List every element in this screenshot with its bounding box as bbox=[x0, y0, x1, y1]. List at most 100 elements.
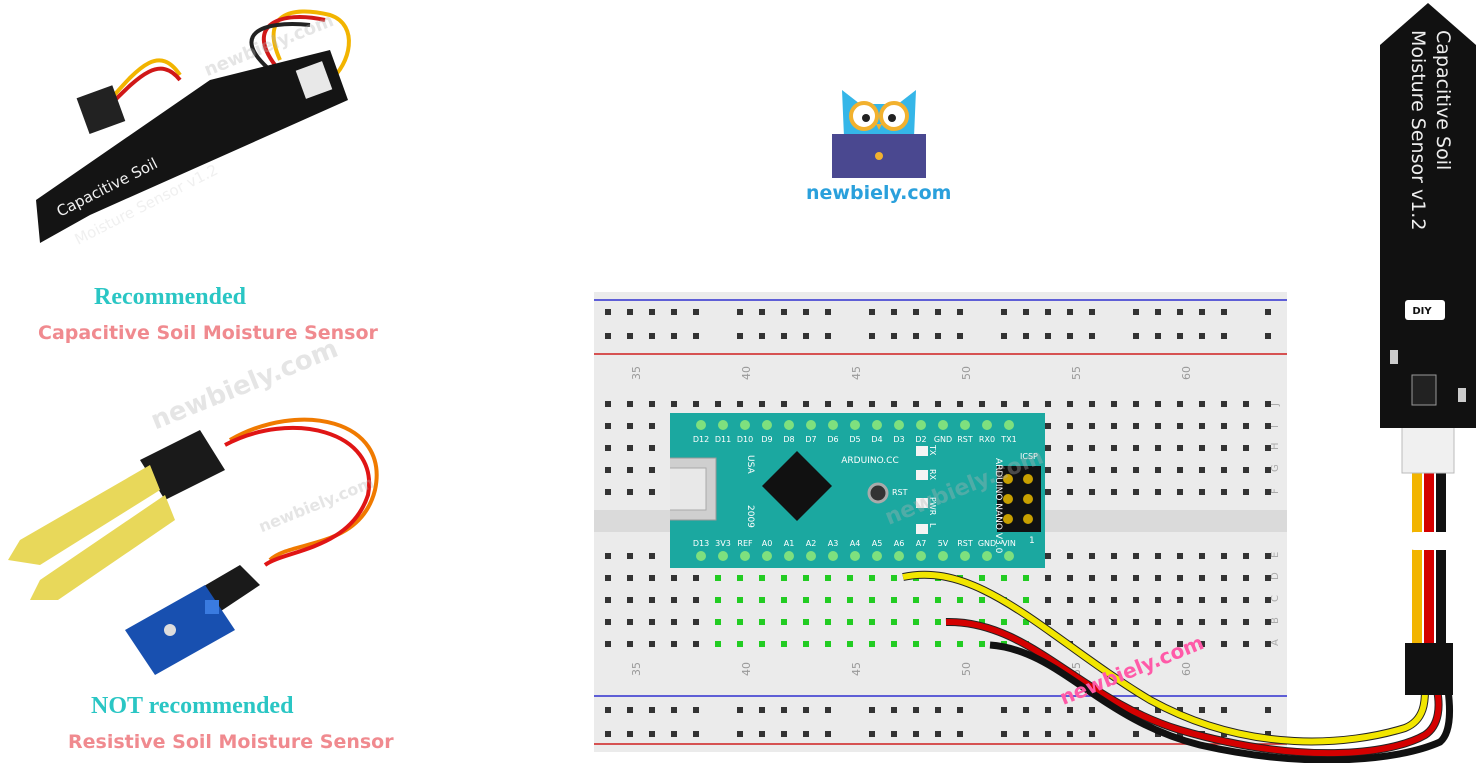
rail-hole bbox=[803, 707, 809, 713]
rail-hole bbox=[627, 707, 633, 713]
terminal-hole bbox=[803, 597, 809, 603]
rail-hole bbox=[737, 309, 743, 315]
nano-pin bbox=[696, 551, 706, 561]
terminal-hole bbox=[715, 575, 721, 581]
terminal-hole bbox=[649, 553, 655, 559]
rail-hole bbox=[1045, 707, 1051, 713]
newbiely-logo-icon bbox=[832, 90, 926, 178]
terminal-hole bbox=[1265, 553, 1271, 559]
nano-pin-label: D3 bbox=[893, 435, 904, 444]
terminal-hole bbox=[737, 619, 743, 625]
terminal-hole bbox=[1177, 401, 1183, 407]
terminal-hole bbox=[1243, 553, 1249, 559]
terminal-hole bbox=[1177, 445, 1183, 451]
rail-hole bbox=[935, 309, 941, 315]
row-letter: F bbox=[1270, 488, 1281, 494]
rail-hole bbox=[1089, 309, 1095, 315]
rail-hole bbox=[1177, 333, 1183, 339]
nano-pin bbox=[850, 551, 860, 561]
nano-pin bbox=[894, 551, 904, 561]
rail-hole bbox=[957, 333, 963, 339]
rail-hole bbox=[671, 707, 677, 713]
rail-hole bbox=[759, 309, 765, 315]
terminal-hole bbox=[737, 575, 743, 581]
terminal-hole bbox=[605, 423, 611, 429]
terminal-hole bbox=[605, 489, 611, 495]
terminal-hole bbox=[1045, 489, 1051, 495]
rail-hole bbox=[957, 731, 963, 737]
terminal-hole bbox=[1155, 619, 1161, 625]
nano-pin bbox=[1004, 420, 1014, 430]
terminal-hole bbox=[1199, 489, 1205, 495]
rail-hole bbox=[693, 731, 699, 737]
column-number: 60 bbox=[1180, 366, 1193, 380]
rail-hole bbox=[1199, 707, 1205, 713]
rail-hole bbox=[1221, 333, 1227, 339]
nano-pin bbox=[916, 420, 926, 430]
terminal-hole bbox=[825, 619, 831, 625]
rail-hole bbox=[1265, 309, 1271, 315]
column-number: 60 bbox=[1180, 662, 1193, 676]
terminal-hole bbox=[1265, 619, 1271, 625]
terminal-hole bbox=[913, 641, 919, 647]
rail-hole bbox=[1023, 309, 1029, 315]
terminal-hole bbox=[1199, 575, 1205, 581]
terminal-hole bbox=[1221, 445, 1227, 451]
rail-hole bbox=[1265, 333, 1271, 339]
nano-pin-label: A7 bbox=[916, 539, 927, 548]
row-letter: G bbox=[1270, 464, 1281, 472]
terminal-hole bbox=[891, 575, 897, 581]
column-number: 35 bbox=[630, 662, 643, 676]
rail-hole bbox=[737, 707, 743, 713]
terminal-hole bbox=[1045, 445, 1051, 451]
rail-hole bbox=[891, 333, 897, 339]
rail-hole bbox=[935, 333, 941, 339]
rail-hole bbox=[1067, 333, 1073, 339]
terminal-hole bbox=[1243, 467, 1249, 473]
terminal-hole bbox=[759, 575, 765, 581]
terminal-hole bbox=[913, 597, 919, 603]
terminal-hole bbox=[1243, 401, 1249, 407]
nano-pin-label: A0 bbox=[762, 539, 773, 548]
terminal-hole bbox=[1243, 445, 1249, 451]
terminal-hole bbox=[1265, 575, 1271, 581]
terminal-hole bbox=[1177, 619, 1183, 625]
icsp-pin bbox=[1023, 474, 1033, 484]
terminal-hole bbox=[1265, 445, 1271, 451]
rail-hole bbox=[891, 309, 897, 315]
terminal-hole bbox=[979, 641, 985, 647]
terminal-hole bbox=[671, 619, 677, 625]
terminal-hole bbox=[1243, 489, 1249, 495]
nano-pin bbox=[828, 551, 838, 561]
terminal-hole bbox=[1243, 641, 1249, 647]
nano-pin-label: D4 bbox=[871, 435, 882, 444]
rail-hole bbox=[649, 707, 655, 713]
terminal-hole bbox=[1111, 401, 1117, 407]
terminal-hole bbox=[627, 619, 633, 625]
not-recommended-heading: NOT recommended bbox=[91, 693, 294, 719]
terminal-hole bbox=[649, 445, 655, 451]
terminal-hole bbox=[1199, 467, 1205, 473]
nano-pin bbox=[982, 551, 992, 561]
terminal-hole bbox=[649, 467, 655, 473]
rail-hole bbox=[1067, 309, 1073, 315]
nano-pin-label: REF bbox=[737, 539, 753, 548]
rail-hole bbox=[869, 309, 875, 315]
rail-hole bbox=[869, 707, 875, 713]
terminal-hole bbox=[1243, 575, 1249, 581]
rail-hole bbox=[1199, 333, 1205, 339]
terminal-hole bbox=[1067, 489, 1073, 495]
terminal-hole bbox=[1199, 423, 1205, 429]
terminal-hole bbox=[1133, 641, 1139, 647]
rail-hole bbox=[1001, 309, 1007, 315]
rail-hole bbox=[605, 309, 611, 315]
terminal-hole bbox=[759, 597, 765, 603]
terminal-hole bbox=[847, 619, 853, 625]
terminal-hole bbox=[1045, 401, 1051, 407]
terminal-hole bbox=[979, 401, 985, 407]
rail-hole bbox=[803, 731, 809, 737]
rail-hole bbox=[671, 309, 677, 315]
terminal-hole bbox=[781, 575, 787, 581]
terminal-hole bbox=[891, 641, 897, 647]
terminal-hole bbox=[1067, 619, 1073, 625]
